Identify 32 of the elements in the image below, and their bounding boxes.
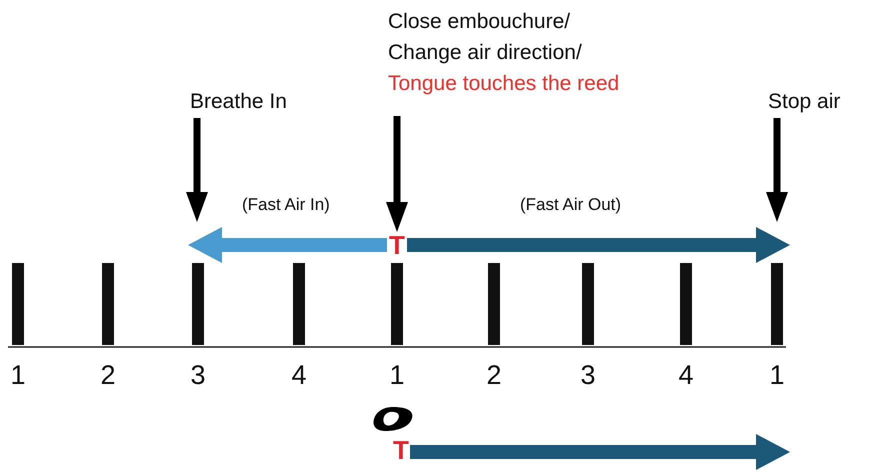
beat-number: 1: [388, 360, 406, 391]
beat-number: 1: [768, 360, 786, 391]
beat-number: 3: [579, 360, 597, 391]
beat-number: 3: [189, 360, 207, 391]
edge-label: (Fast Air In): [240, 195, 332, 215]
cue-label: Stop air: [768, 86, 873, 118]
beat-bar: [192, 263, 204, 345]
beat-bar: [680, 263, 692, 345]
arrow: [188, 227, 387, 263]
beat-bar: [771, 263, 783, 345]
beat-number: 1: [9, 360, 27, 391]
cue-label: Breathe In: [190, 86, 330, 118]
tongue-mark: T: [387, 232, 407, 258]
beat-bar: [102, 263, 114, 345]
beat-bar: [293, 263, 305, 345]
beat-bar: [582, 263, 594, 345]
beat-number: 2: [485, 360, 503, 391]
beat-number: 2: [99, 360, 117, 391]
beat-bar: [391, 263, 403, 345]
cue-label: Tongue touches the reed: [388, 71, 620, 97]
arrow: [186, 118, 208, 222]
tongue-mark: T: [392, 437, 410, 463]
beat-number: 4: [290, 360, 308, 391]
beat-bar: [488, 263, 500, 345]
arrow: [386, 116, 408, 232]
cue-label: Close embouchure/ Change air direction/: [388, 9, 583, 66]
arrow: [407, 227, 790, 263]
arrow: [410, 434, 790, 470]
beat-number: 4: [677, 360, 695, 391]
whole-note-icon: [372, 406, 414, 432]
arrow: [766, 118, 788, 222]
beat-bar: [12, 263, 24, 345]
